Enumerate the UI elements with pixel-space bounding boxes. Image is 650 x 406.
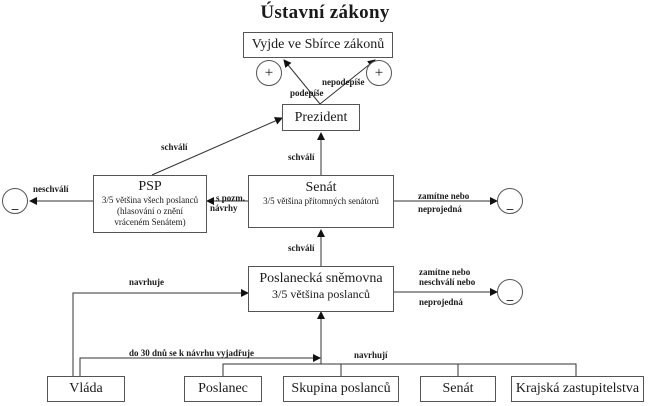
node-snemovna-label: Poslanecká sněmovna bbox=[259, 271, 383, 286]
node-sbirka-label: Vyjde ve Sbírce zákonů bbox=[251, 37, 385, 52]
node-senat-detail: 3/5 většina přítomných senátorů bbox=[263, 196, 379, 206]
label-senat-schvali: schválí bbox=[288, 152, 315, 162]
edge-navrhuji-bus bbox=[222, 363, 577, 376]
node-prezident-label: Prezident bbox=[294, 110, 348, 125]
node-senat: Senát 3/5 většina přítomných senátorů bbox=[248, 175, 394, 228]
label-senat-zamitne: zamítne nebo bbox=[418, 191, 470, 201]
label-snem-zamitne: zamítne nebo bbox=[419, 267, 471, 277]
label-snemovna-schvali: schválí bbox=[288, 243, 315, 253]
edge-nepodepise bbox=[319, 59, 376, 105]
label-podepise: podepíše bbox=[290, 88, 324, 98]
label-snem-neschvali: neschválí nebo bbox=[419, 277, 476, 287]
label-navrhuji: navrhují bbox=[354, 350, 388, 360]
node-snemovna: Poslanecká sněmovna 3/5 většina poslanců bbox=[248, 266, 394, 312]
node-skupina-label: Skupina poslanců bbox=[291, 381, 391, 396]
edge-vlada-navrhuje bbox=[72, 289, 249, 376]
node-psp-label: PSP bbox=[138, 179, 162, 194]
node-vlada-label: Vláda bbox=[69, 381, 103, 396]
node-senat-initiator: Senát bbox=[420, 376, 496, 402]
node-vlada: Vláda bbox=[47, 376, 125, 402]
edge-vlada-vyjadruje bbox=[79, 354, 321, 376]
edge-podepise bbox=[283, 59, 321, 105]
outcome-minus-senat: _ bbox=[497, 188, 523, 214]
label-navrhy: návrhy bbox=[210, 203, 238, 213]
node-kraje: Krajská zastupitelstva bbox=[511, 376, 644, 402]
node-psp-detail: 3/5 většina všech poslanců bbox=[101, 195, 199, 205]
node-senat-label: Senát bbox=[305, 180, 337, 195]
node-senat-initiator-label: Senát bbox=[442, 381, 474, 396]
edge-psp-schvali bbox=[151, 117, 283, 176]
node-sbirka: Vyjde ve Sbírce zákonů bbox=[243, 32, 393, 58]
node-psp: PSP 3/5 většina všech poslanců (hlasován… bbox=[93, 175, 207, 233]
label-snem-neprojedna: neprojedná bbox=[419, 297, 463, 307]
label-senat-neprojedna: neprojedná bbox=[418, 204, 462, 214]
node-skupina: Skupina poslanců bbox=[283, 376, 399, 402]
label-do-30-dnu: do 30 dnů se k návrhu vyjadřuje bbox=[129, 348, 255, 358]
label-nepodepise: nepodepíše bbox=[322, 77, 365, 87]
label-psp-neschvali: neschválí bbox=[33, 184, 69, 194]
node-poslanec: Poslanec bbox=[184, 376, 262, 402]
diagram-title: Ústavní zákony bbox=[260, 2, 390, 23]
outcome-plus-left: + bbox=[256, 60, 282, 86]
outcome-plus-right: + bbox=[366, 60, 392, 86]
node-snemovna-detail: 3/5 většina poslanců bbox=[272, 287, 370, 301]
node-psp-note: (hlasování o znění vráceném Senátem) bbox=[114, 206, 186, 227]
node-poslanec-label: Poslanec bbox=[198, 381, 248, 396]
label-navrhuje: navrhuje bbox=[129, 277, 165, 287]
node-prezident: Prezident bbox=[282, 104, 360, 131]
node-kraje-label: Krajská zastupitelstva bbox=[515, 381, 640, 396]
label-psp-schvali: schválí bbox=[161, 142, 188, 152]
outcome-minus-psp: _ bbox=[2, 188, 28, 214]
outcome-minus-snemovna: _ bbox=[497, 279, 523, 305]
label-s-pozm: s pozm. bbox=[216, 193, 245, 203]
